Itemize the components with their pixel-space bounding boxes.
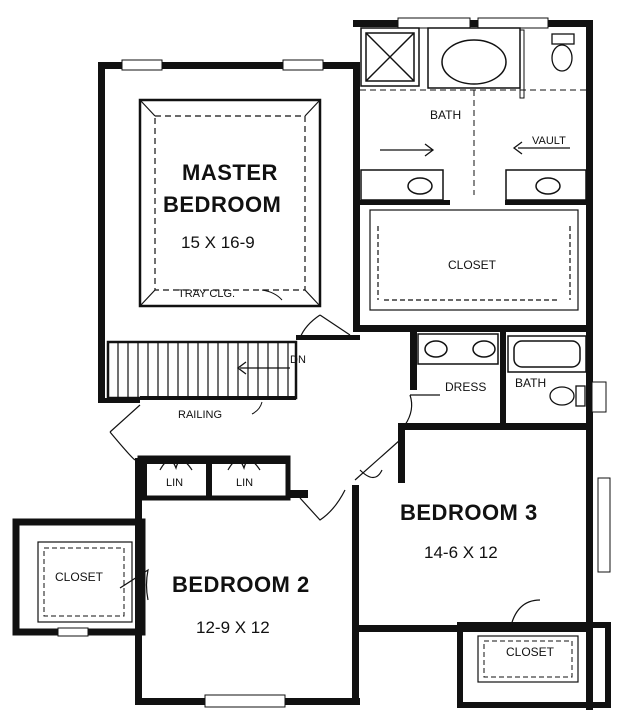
master-vanities	[360, 169, 587, 201]
bedroom2-door-swings	[119, 489, 346, 601]
bedroom3-window	[597, 477, 611, 573]
bath2-window	[591, 381, 607, 413]
tray-ceiling-label: TRAY CLG.	[178, 288, 236, 300]
bedroom3-door	[354, 439, 541, 631]
bedroom3-closet	[457, 622, 611, 708]
railing-label: RAILING	[178, 409, 223, 421]
stair	[106, 340, 298, 415]
bath-vault-lines	[360, 89, 586, 195]
master-bedroom-label-1: MASTER	[182, 160, 278, 185]
lin-2-label: LIN	[236, 477, 254, 489]
linen-closets	[137, 455, 291, 501]
bath-block-walls	[353, 20, 593, 332]
bath2-label: BATH	[515, 376, 547, 390]
dress-bath-walls	[400, 330, 593, 430]
bedroom3-closet-label: CLOSET	[506, 645, 555, 659]
bedroom2-label: BEDROOM 2	[172, 572, 310, 597]
tray-ceiling	[138, 98, 322, 308]
master-windows	[121, 59, 324, 71]
dress-vanity	[417, 333, 499, 365]
vault-label: VAULT	[532, 135, 566, 147]
shower	[360, 27, 420, 87]
stair-dn-label: DN	[290, 354, 306, 366]
bedroom3-size: 14-6 X 12	[424, 543, 498, 562]
left-closet	[12, 518, 146, 637]
hall-door-swings	[109, 314, 440, 461]
master-bath-label: BATH	[430, 108, 462, 122]
master-bedroom-label-2: BEDROOM	[163, 192, 282, 217]
bedroom2-size: 12-9 X 12	[196, 618, 270, 637]
dress-label: DRESS	[445, 380, 487, 394]
toilet-master	[551, 33, 575, 72]
tub	[427, 27, 525, 99]
master-bedroom-walls	[98, 62, 360, 402]
bedroom3-walls	[352, 423, 593, 710]
lin-1-label: LIN	[166, 477, 184, 489]
left-closet-label: CLOSET	[55, 570, 104, 584]
master-closet-label: CLOSET	[448, 258, 497, 272]
master-bedroom-size: 15 X 16-9	[181, 233, 255, 252]
vault-arrows	[380, 141, 570, 157]
bath2-toilet	[549, 385, 586, 407]
bedroom2-window	[204, 694, 286, 708]
bedroom3-label: BEDROOM 3	[400, 500, 538, 525]
master-closet	[369, 209, 579, 311]
bath2-tub	[507, 335, 587, 373]
